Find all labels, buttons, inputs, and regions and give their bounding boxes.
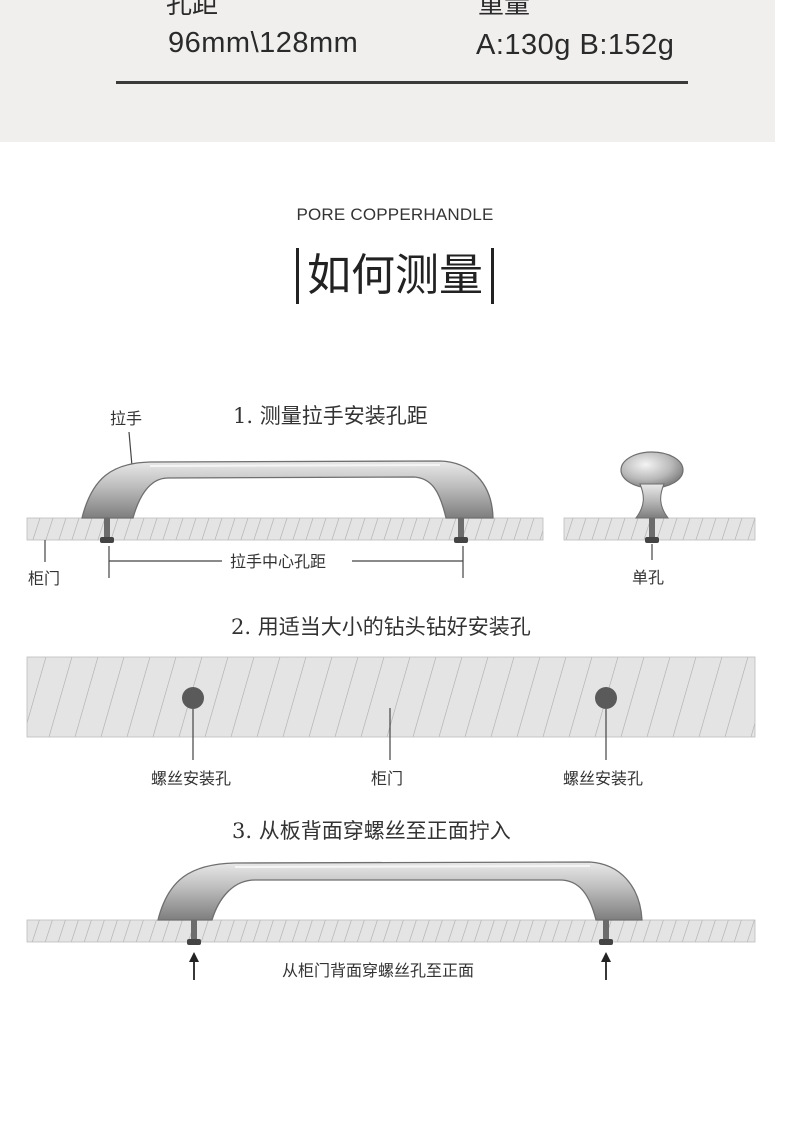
step3-caption: 从柜门背面穿螺丝孔至正面 (282, 961, 474, 980)
bar-handle (81, 460, 494, 519)
door-label-2: 柜门 (371, 769, 403, 788)
screw-head-left-3 (187, 939, 201, 945)
single-hole-label: 单孔 (632, 568, 664, 587)
screw-hole-right (595, 687, 617, 709)
cabinet-board (26, 517, 544, 541)
weight-label: 重量 (478, 0, 531, 19)
door-label: 柜门 (28, 569, 60, 588)
cabinet-panel (26, 656, 756, 738)
screw-left-3 (191, 920, 197, 940)
screw-left (104, 518, 110, 538)
weight-value: A:130g B:152g (476, 29, 675, 61)
step1-title: 1. 测量拉手安装孔距 (233, 404, 428, 428)
step3-title: 3. 从板背面穿螺丝至正面拧入 (232, 819, 511, 843)
spec-divider (116, 81, 688, 84)
screw-head-left (100, 537, 114, 543)
knob-stem (634, 483, 670, 519)
screw-head-right (454, 537, 468, 543)
arrow-left-head (189, 952, 199, 962)
cabinet-board-knob (563, 517, 756, 541)
hole-distance-label: 孔距 (166, 0, 219, 19)
handle-label: 拉手 (110, 409, 142, 428)
screw-hole-left (182, 687, 204, 709)
bar-handle-highlight (149, 464, 441, 467)
screw-right-3 (603, 920, 609, 940)
screw-hole-right-label: 螺丝安装孔 (563, 769, 643, 788)
screw-right (458, 518, 464, 538)
bar-handle-3-highlight (234, 865, 591, 868)
screw-hole-left-label: 螺丝安装孔 (151, 769, 231, 788)
page-heading: 如何测量 (296, 248, 494, 304)
heading-wrap: 如何测量 (0, 248, 790, 304)
step2-title: 2. 用适当大小的钻头钻好安装孔 (231, 615, 531, 639)
spec-band: 孔距 重量 96mm\128mm A:130g B:152g (0, 0, 775, 142)
knob-screw-head (645, 537, 659, 543)
bar-handle-3 (157, 861, 643, 921)
handle-leader (128, 431, 133, 467)
center-distance-label: 拉手中心孔距 (230, 552, 326, 571)
brand-name: PORE COPPERHANDLE (296, 205, 494, 224)
hole-distance-value: 96mm\128mm (168, 27, 359, 59)
cabinet-board-3 (26, 919, 756, 943)
knob-screw (649, 518, 655, 538)
knob-cap (620, 451, 684, 489)
screw-head-right-3 (599, 939, 613, 945)
arrow-right-head (601, 952, 611, 962)
